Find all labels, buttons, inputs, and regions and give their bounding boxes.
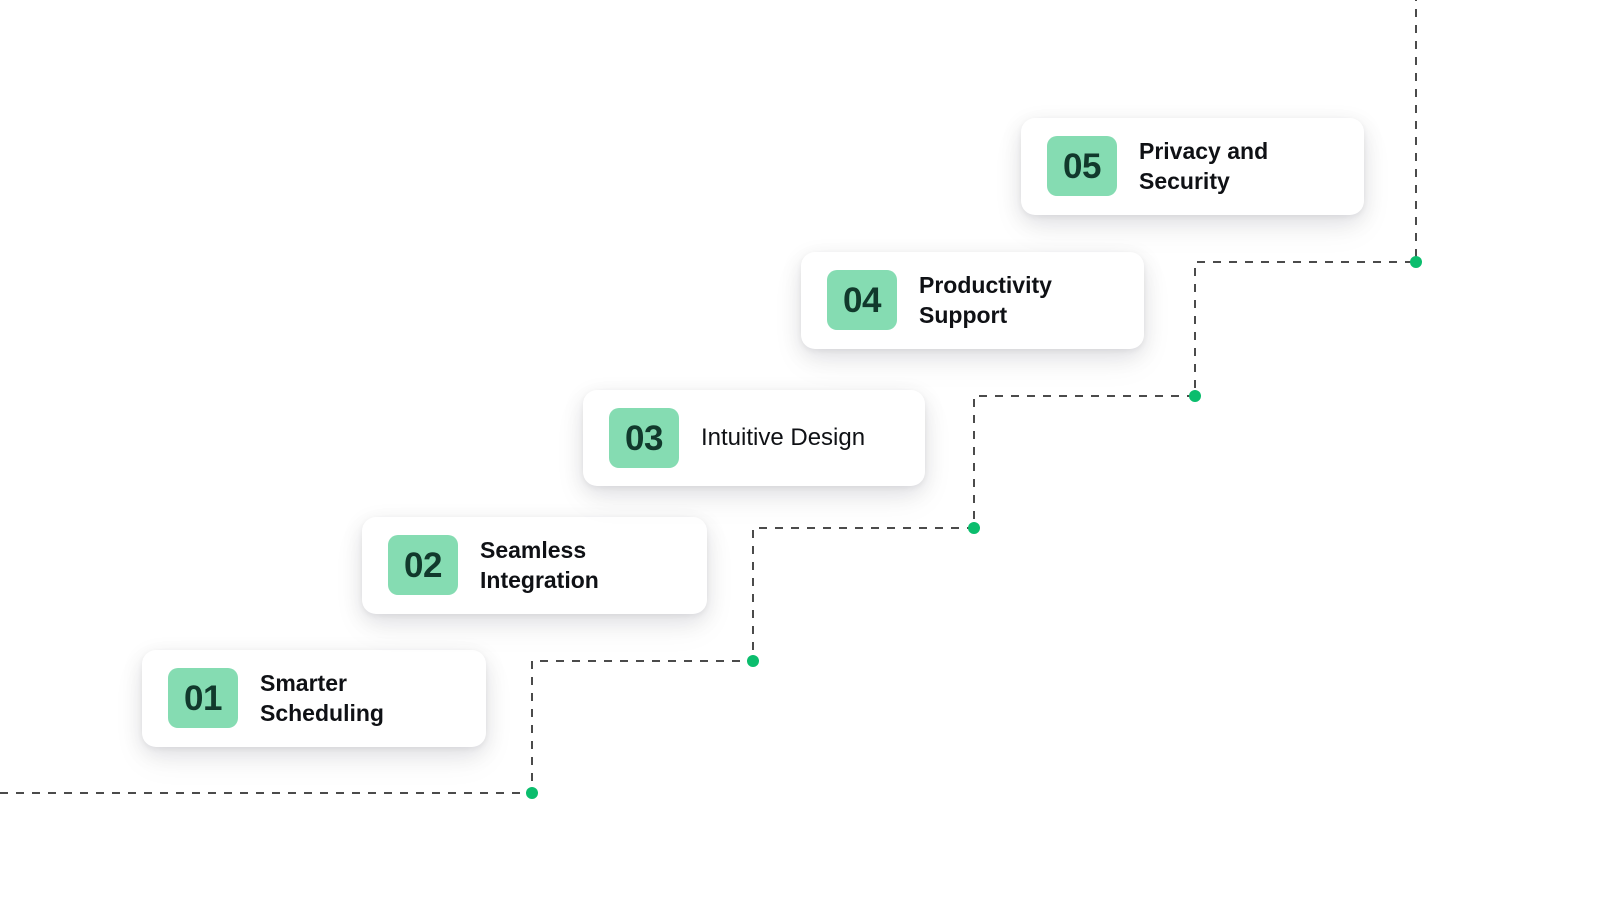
step-number-badge-05: 05 (1047, 136, 1117, 197)
step-card-01[interactable]: 01 Smarter Scheduling (142, 650, 486, 747)
step-number-badge-03: 03 (609, 408, 679, 468)
step-card-05[interactable]: 05 Privacy and Security (1021, 118, 1364, 215)
connector-node-03 (968, 522, 980, 534)
connector-node-02 (747, 655, 759, 667)
step-label-02: Seamless Integration (480, 537, 599, 594)
connector-node-01 (526, 787, 538, 799)
connector-node-04 (1189, 390, 1201, 402)
step-label-04: Productivity Support (919, 272, 1052, 329)
step-label-05: Privacy and Security (1139, 138, 1269, 195)
step-card-04[interactable]: 04 Productivity Support (801, 252, 1144, 349)
step-number-badge-01: 01 (168, 668, 238, 729)
step-number-badge-04: 04 (827, 270, 897, 331)
step-card-02[interactable]: 02 Seamless Integration (362, 517, 707, 614)
step-card-03[interactable]: 03 Intuitive Design (583, 390, 925, 486)
step-label-01: Smarter Scheduling (260, 670, 384, 727)
step-number-badge-02: 02 (388, 535, 458, 596)
step-label-03: Intuitive Design (701, 424, 866, 452)
connector-node-05 (1410, 256, 1422, 268)
